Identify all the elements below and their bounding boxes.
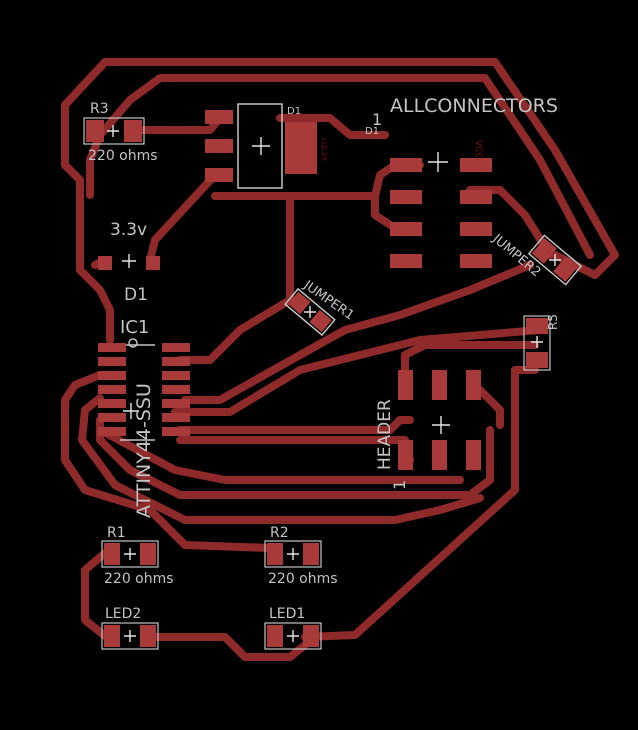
r5-pad-2 xyxy=(526,352,548,368)
r1-pad-1 xyxy=(104,543,120,565)
header-pad-2 xyxy=(432,370,447,400)
trace-r5-led1 xyxy=(301,366,539,641)
header-pad-6 xyxy=(466,440,481,470)
trace-outer-top-2 xyxy=(76,176,114,344)
trace-ic-left-4 xyxy=(96,426,464,484)
header-pad-1 xyxy=(398,370,413,400)
label-led1: LED1 xyxy=(269,606,305,622)
trace-reg-d1 xyxy=(276,114,389,139)
conn-pad-4 xyxy=(390,254,422,268)
trace-reg-down xyxy=(146,171,219,264)
ic-pad-l1 xyxy=(98,343,126,352)
label-header: HEADER xyxy=(375,399,395,470)
label-allconnectors: ALLCONNECTORS xyxy=(390,95,558,117)
trace-r1-led2 xyxy=(81,549,109,640)
label-attiny: ATTINY44-SSU xyxy=(133,383,155,518)
led2-pad-2 xyxy=(140,625,156,647)
conn-pad-6 xyxy=(460,190,492,204)
label-diode-code: LLJL3X xyxy=(320,138,328,161)
component-outlines xyxy=(83,117,551,650)
ic-pad-r4 xyxy=(162,385,190,394)
header-pad-5 xyxy=(432,440,447,470)
trace-led2-led1 xyxy=(146,633,309,661)
label-one-top: 1 xyxy=(372,110,382,129)
v33-pad-2 xyxy=(146,256,160,270)
regulator-outline xyxy=(237,103,283,189)
trace-ic-jumper1 xyxy=(176,296,294,364)
r5-pad-1 xyxy=(526,318,548,334)
label-3v3: 3.3v xyxy=(110,220,147,240)
ic-pad-l3 xyxy=(98,371,126,380)
label-led2: LED2 xyxy=(105,606,141,622)
r3-pad-2 xyxy=(124,120,142,142)
ic-pad-l4 xyxy=(98,385,126,394)
jumper2-part xyxy=(527,234,583,286)
diode-body xyxy=(285,122,317,174)
conn-pad-5 xyxy=(460,158,492,172)
ic-pad-r7 xyxy=(162,427,190,436)
ic-pad-l2 xyxy=(98,357,126,366)
header-pad-4 xyxy=(398,440,413,470)
led1-pad-2 xyxy=(303,625,319,647)
ic-pad-r3 xyxy=(162,371,190,380)
led2-pad-1 xyxy=(104,625,120,647)
trace-ic-r5 xyxy=(171,326,544,416)
conn-pad-8 xyxy=(460,254,492,268)
r3-pad-1 xyxy=(86,120,104,142)
led1-pad-1 xyxy=(267,625,283,647)
label-d1-top: D1 xyxy=(287,106,301,117)
conn-pad-1 xyxy=(390,158,422,172)
ic-pad-r6 xyxy=(162,413,190,422)
reg-pad-3 xyxy=(205,168,233,182)
reg-pad-1 xyxy=(205,110,233,124)
pads xyxy=(86,110,548,647)
trace-ic-left-1 xyxy=(61,371,274,552)
conn-pad-7 xyxy=(460,222,492,236)
trace-ground-bus xyxy=(211,161,424,200)
r1-pad-2 xyxy=(140,543,156,565)
label-r5: R5 xyxy=(546,314,560,330)
r2-pad-2 xyxy=(303,543,319,565)
ic-pad-r5 xyxy=(162,399,190,408)
trace-second-loop xyxy=(86,74,594,259)
label-d1-left: D1 xyxy=(124,285,148,305)
label-r1: R1 xyxy=(107,525,126,541)
jumper1-part xyxy=(284,287,336,337)
label-vcc: VCC xyxy=(473,140,483,159)
conn-pad-3 xyxy=(390,222,422,236)
trace-ic-left-2 xyxy=(78,394,484,524)
label-r3: R3 xyxy=(90,101,109,117)
v33-pad-1 xyxy=(98,256,112,270)
label-r2-value: 220 ohms xyxy=(268,571,338,587)
label-r1-value: 220 ohms xyxy=(104,571,174,587)
trace-ic-left-3 xyxy=(96,416,494,499)
trace-outer-top xyxy=(61,58,619,279)
label-one-header: 1 xyxy=(390,480,409,490)
ic-pad-l7 xyxy=(98,427,126,436)
label-ic1: IC1 xyxy=(120,317,149,338)
ic-pad-r2 xyxy=(162,357,190,366)
trace-ic-jumper2 xyxy=(181,261,534,404)
ic-pad-r1 xyxy=(162,343,190,352)
trace-ic-header xyxy=(176,416,414,434)
ic-pad-l5 xyxy=(98,399,126,408)
trace-header-top xyxy=(401,341,539,379)
ic-pin1-marker xyxy=(128,338,138,348)
label-r2: R2 xyxy=(270,525,289,541)
r2-pad-1 xyxy=(267,543,283,565)
crosshairs xyxy=(107,125,561,642)
label-r3-value: 220 ohms xyxy=(88,148,158,164)
conn-pad-2 xyxy=(390,190,422,204)
reg-pad-2 xyxy=(205,139,233,153)
header-pad-3 xyxy=(466,370,481,400)
label-d1-right: D1 xyxy=(365,126,379,137)
traces xyxy=(61,58,619,661)
ic-pad-l6 xyxy=(98,413,126,422)
